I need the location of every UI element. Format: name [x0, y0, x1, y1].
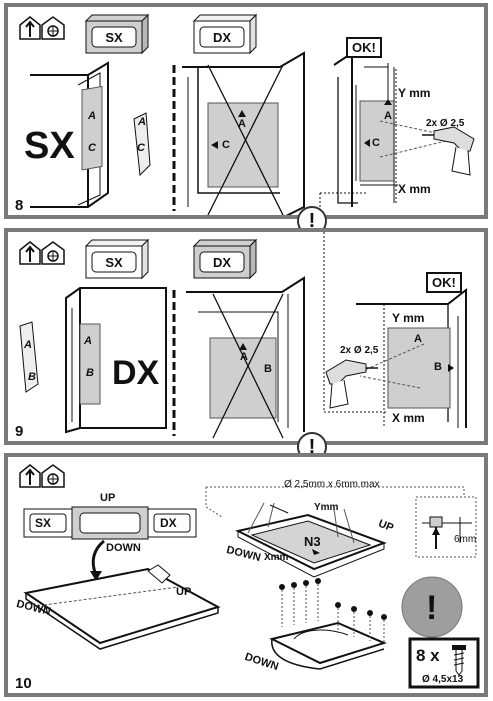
correct-letter-c: C	[372, 137, 380, 149]
big-warning-mark: !	[426, 589, 438, 627]
screw-count: 8 x	[416, 646, 440, 665]
hood-dx-highlighted	[192, 238, 258, 280]
step-9-panel: 9 SX DX DX A B A B A B A B OK! Y mm X mm…	[4, 228, 488, 445]
wrong-letter-c: C	[222, 139, 230, 151]
recirculation-mode-icon	[41, 16, 65, 40]
hood-up-label: UP	[100, 492, 116, 504]
hood-sx-label: SX	[105, 254, 123, 270]
bottom-panel	[23, 564, 221, 650]
template-letter-c: C	[88, 142, 96, 154]
screw-size: Ø 4,5x13	[422, 674, 464, 685]
hole-detail	[415, 496, 477, 558]
panel-up-label: UP	[176, 586, 192, 598]
x-dimension: Xmm	[264, 552, 289, 563]
x-dimension: X mm	[392, 411, 425, 425]
sheet-letter-a: A	[24, 339, 32, 351]
extraction-mode-icon	[19, 241, 41, 265]
wrong-letter-a: A	[238, 118, 246, 130]
big-warning-disc	[401, 576, 463, 638]
correct-letter-a: A	[384, 110, 392, 122]
step-number: 8	[15, 197, 24, 214]
step-number: 10	[15, 675, 32, 692]
wrong-letter-b: B	[264, 363, 272, 375]
sheet-letter-a: A	[138, 116, 146, 128]
wall-cabinet-wrong	[182, 51, 305, 215]
template-sheet-left	[19, 321, 39, 393]
step-9-drawing	[19, 232, 467, 439]
step-8-drawing	[19, 13, 475, 215]
wall-cabinet-wrong	[186, 276, 305, 439]
hood-down-label: DOWN	[106, 542, 141, 554]
step-10-panel: 10 SX DX UP DOWN UP DOWN Ø 2,5mm x 6mm m…	[4, 453, 488, 697]
wall-cabinet-correct	[356, 287, 467, 428]
hood-sx-label: SX	[35, 516, 52, 530]
y-dimension: Y mm	[392, 311, 425, 325]
hood-sx-label: SX	[105, 29, 123, 45]
correct-letter-b: B	[434, 361, 442, 373]
hood-dx	[192, 13, 258, 55]
wall-cabinet-left	[65, 287, 167, 434]
screw-box	[408, 637, 480, 689]
y-dimension: Y mm	[398, 86, 431, 100]
recirculation-mode-icon	[41, 464, 65, 488]
extraction-mode-icon	[19, 464, 41, 488]
template-letter-a: A	[88, 110, 96, 122]
drill-spec: 2x Ø 2,5	[340, 345, 379, 356]
side-big-label: DX	[112, 354, 160, 392]
hole-depth-label: 6mm	[454, 534, 477, 545]
drill-icon	[422, 126, 475, 176]
filter-assembly-exploded	[269, 578, 387, 670]
wall-cabinet-left	[30, 61, 109, 208]
sheet-letter-c: C	[137, 142, 145, 154]
wall-cabinet-correct	[333, 51, 455, 207]
template-letter-b: B	[86, 367, 94, 379]
drill-spec: Ø 2,5mm x 6mm max	[284, 479, 380, 490]
y-dimension: Ymm	[314, 502, 339, 513]
template-sheet-left	[133, 112, 151, 177]
ok-callout: OK!	[346, 37, 382, 58]
drill-icon	[325, 359, 378, 409]
hood-sx	[84, 238, 150, 280]
drill-spec: 2x Ø 2,5	[426, 118, 465, 129]
step-number: 9	[15, 423, 24, 440]
sheet-letter-b: B	[28, 371, 36, 383]
filter-code: N3	[304, 534, 321, 549]
step-8-panel: 8 SX DX SX A C A C A C A C OK! Y mm X mm…	[4, 3, 488, 219]
correct-letter-a: A	[414, 333, 422, 345]
template-letter-a: A	[84, 335, 92, 347]
rotate-arrow	[91, 539, 105, 576]
filter-frame	[235, 502, 387, 578]
hood-dx-label: DX	[160, 516, 177, 530]
step-10-drawing	[19, 464, 480, 689]
ok-callout: OK!	[426, 272, 462, 293]
wrong-letter-a: A	[240, 351, 248, 363]
side-big-label: SX	[24, 125, 75, 167]
hood-dx-label: DX	[212, 254, 232, 270]
hood-dx-label: DX	[212, 29, 232, 45]
extraction-mode-icon	[19, 16, 41, 40]
x-dimension: X mm	[398, 182, 431, 196]
hood-front-view	[23, 506, 197, 540]
recirculation-mode-icon	[41, 241, 65, 265]
hood-sx-highlighted	[84, 13, 150, 55]
